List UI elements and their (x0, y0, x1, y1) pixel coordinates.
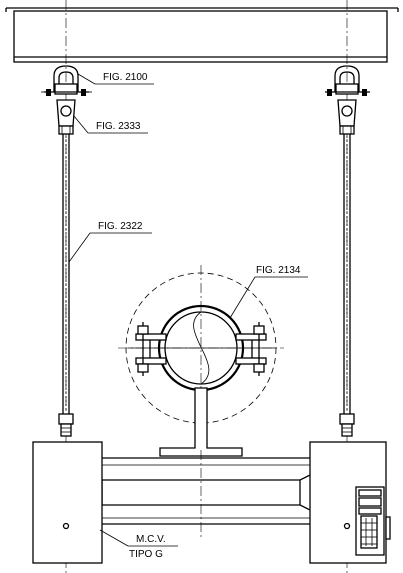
label-fig-2134: FIG. 2134 (256, 265, 301, 276)
support-tee (159, 387, 243, 457)
left-threaded-rod (62, 134, 70, 414)
left-support-unit (32, 441, 103, 564)
left-eye-nut (56, 99, 76, 135)
left-beam-clamp (41, 65, 92, 96)
roller-spool (85, 450, 317, 540)
right-eye-nut (337, 99, 357, 135)
pipe-clamp (118, 265, 284, 432)
label-fig-2322: FIG. 2322 (98, 221, 143, 232)
right-support-unit (309, 441, 391, 564)
top-beam (5, 0, 399, 573)
label-mcv: M.C.V. (136, 534, 166, 545)
label-tipo-g: TIPO G (129, 549, 163, 560)
right-beam-clamp (325, 65, 370, 96)
label-fig-2100: FIG. 2100 (103, 72, 148, 83)
left-rod-coupling (58, 413, 74, 437)
leader-lines (68, 73, 308, 547)
right-rod-coupling (339, 413, 355, 437)
right-threaded-rod (343, 134, 351, 414)
label-fig-2333: FIG. 2333 (96, 121, 141, 132)
